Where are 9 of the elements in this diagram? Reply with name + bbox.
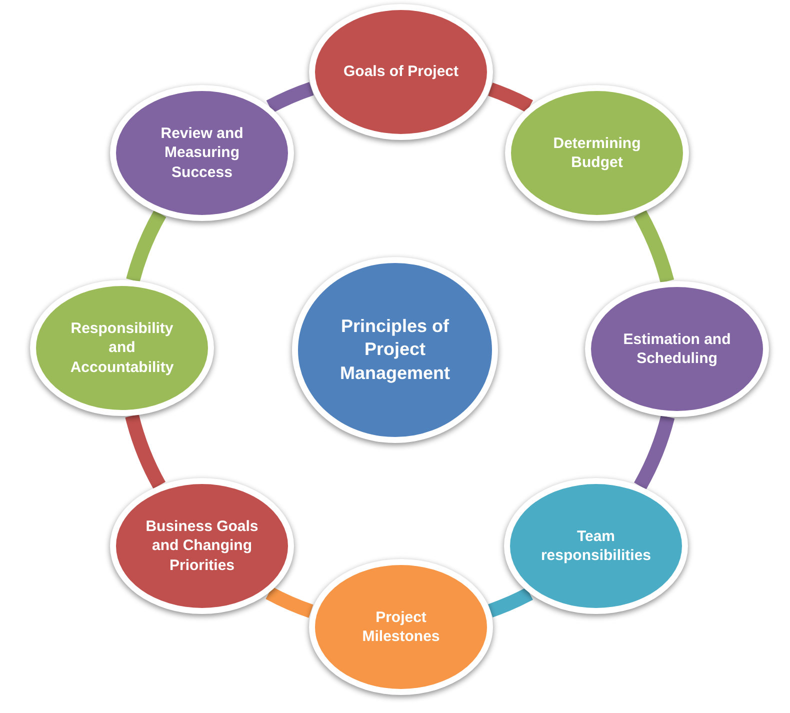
node-label: Determining Budget [552, 134, 642, 172]
node-label: Responsibility and Accountability [69, 318, 175, 378]
node-label: Estimation and Scheduling [622, 330, 732, 368]
node-label: Project Milestones [361, 608, 441, 646]
node-label: Principles of Project Management [338, 314, 452, 385]
node-label: Business Goals and Changing Priorities [144, 516, 260, 576]
node-label: Goals of Project [343, 62, 459, 82]
node-label: Review and Measuring Success [160, 124, 244, 182]
node-label: Team responsibilities [540, 526, 652, 566]
